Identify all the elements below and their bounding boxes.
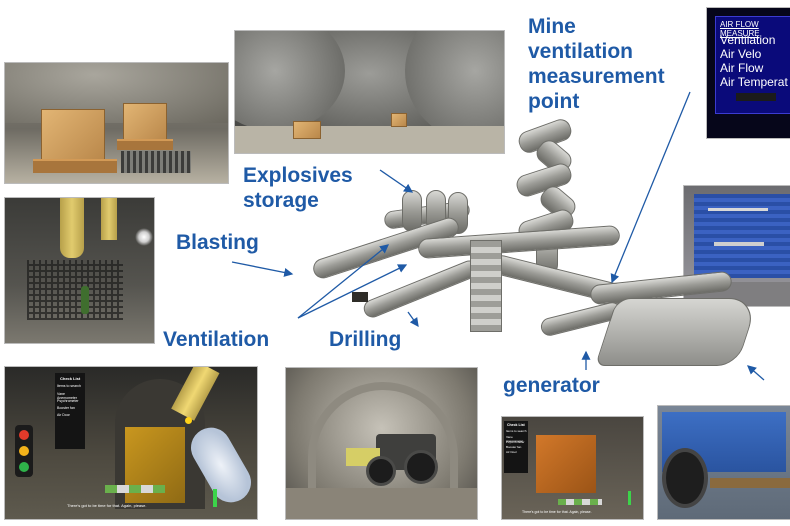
storage-crate	[123, 103, 167, 143]
vertical-shaft	[470, 240, 502, 332]
explosives-storage-photo	[4, 62, 229, 184]
tunnel-floor	[286, 488, 477, 519]
checklist-item[interactable]: Vane Anemometer	[57, 392, 78, 400]
arrow-measurement-point	[610, 91, 691, 284]
airflow-measurement-panel: AIR FLOW MEASURE Ventilation Air Velo Ai…	[706, 7, 790, 139]
label-drilling: Drilling	[329, 328, 402, 351]
storage-crate	[391, 113, 407, 127]
checklist-item[interactable]: Air Door	[57, 413, 70, 417]
airflow-row: Air Temperat	[720, 75, 788, 89]
tool-rack	[714, 242, 764, 246]
label-line: ventilation	[528, 40, 634, 63]
checklist-item[interactable]: Vane Anemometer	[506, 435, 524, 443]
checklist-item[interactable]: Air Door	[506, 450, 518, 454]
pallet	[117, 139, 173, 150]
pallet	[33, 159, 117, 173]
inventory-bar	[105, 485, 165, 493]
checklist-subtitle: Items to search	[57, 384, 81, 388]
green-light-icon	[19, 462, 29, 472]
checklist-title: Check List	[60, 376, 81, 381]
airflow-row: Ventilation	[720, 33, 776, 47]
label-line: Mine	[528, 15, 576, 38]
metal-grating	[121, 151, 191, 173]
airflow-row: Air Flow	[720, 61, 764, 75]
loader-truck-photo	[285, 367, 478, 520]
yellow-light-icon	[19, 446, 29, 456]
tunnel-arch	[308, 382, 458, 492]
loader-wheel	[404, 450, 438, 484]
checklist-item[interactable]: Booster fan	[506, 445, 522, 449]
storage-crate	[293, 121, 321, 139]
label-blasting: Blasting	[176, 231, 259, 254]
label-ventilation: Ventilation	[163, 328, 270, 351]
traffic-light	[15, 425, 33, 477]
checklist-panel: Check List Items to search Vane Anemomet…	[55, 373, 85, 449]
loader-wheel	[366, 456, 396, 486]
cave-floor	[235, 126, 504, 153]
label-mine-ventilation: Mine ventilation measurement point	[528, 14, 665, 114]
arrow-explosives	[379, 169, 414, 193]
label-generator: generator	[503, 374, 600, 397]
generator-unit	[536, 435, 596, 493]
arrow-ventilation	[297, 264, 408, 319]
mesh-gate	[27, 260, 123, 320]
cave-storage-photo	[234, 30, 505, 154]
vr-hand-photo: Check List Items to search Vane Anemomet…	[4, 366, 258, 520]
drilling-rig	[352, 292, 368, 302]
label-line: point	[528, 90, 580, 113]
label-line: storage	[243, 189, 319, 212]
label-explosives-storage: Explosives storage	[243, 163, 353, 213]
tool-rack	[708, 208, 768, 211]
green-meter	[213, 489, 217, 507]
arrow-drilling	[407, 311, 419, 328]
checklist-title: Check List	[507, 423, 525, 427]
label-line: Explosives	[243, 164, 353, 187]
airflow-row: Air Velo	[720, 47, 762, 61]
ventilation-duct	[101, 198, 117, 240]
truck-tire	[662, 448, 708, 508]
red-light-icon	[19, 430, 29, 440]
ventilation-duct	[60, 198, 84, 258]
pointer-dot	[185, 417, 192, 424]
checklist-item[interactable]: Psychrometer	[506, 440, 525, 444]
mine-tunnel-model	[290, 116, 760, 380]
ventilation-gate-photo	[4, 197, 155, 344]
arrow-blasting	[231, 261, 294, 277]
label-line: measurement	[528, 65, 665, 88]
work-table	[710, 478, 790, 488]
arrow-ventilation	[297, 244, 390, 319]
airflow-title: AIR FLOW MEASURE	[720, 20, 760, 38]
airflow-display: AIR FLOW MEASURE Ventilation Air Velo Ai…	[715, 16, 790, 114]
inventory-bar	[558, 499, 602, 505]
green-meter	[628, 491, 631, 505]
checklist-item[interactable]: Booster fan	[57, 406, 75, 410]
checklist-item[interactable]: Psychrometer	[57, 399, 79, 403]
checklist-subtitle: Items to search	[506, 429, 527, 433]
generator-photo: Check List Items to search Vane Anemomet…	[501, 416, 644, 520]
airflow-readout	[736, 93, 776, 101]
arrow-right	[747, 365, 765, 381]
checklist-panel: Check List Items to search Vane Anemomet…	[504, 421, 528, 473]
miner-figure	[81, 286, 89, 314]
university-truck-photo	[657, 405, 790, 520]
generator-subtitle: There's got to be time for that. Again, …	[522, 510, 592, 514]
mine-light	[135, 228, 153, 246]
vr-subtitle: There's got to be time for that. Again, …	[67, 503, 147, 508]
